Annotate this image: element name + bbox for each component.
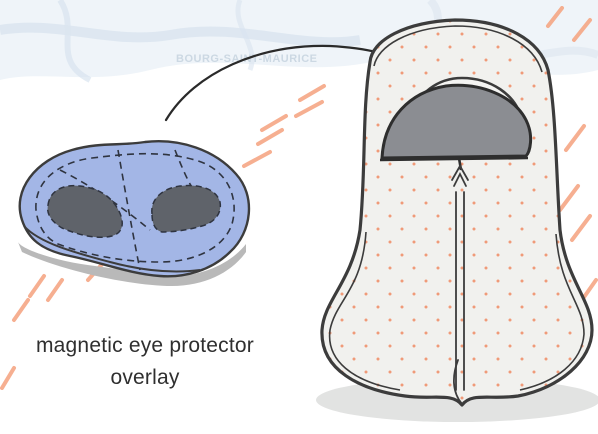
- caption-line-2: overlay: [0, 363, 290, 393]
- caption-line-1: magnetic eye protector: [0, 331, 290, 361]
- eye-protector-overlay: [18, 141, 249, 286]
